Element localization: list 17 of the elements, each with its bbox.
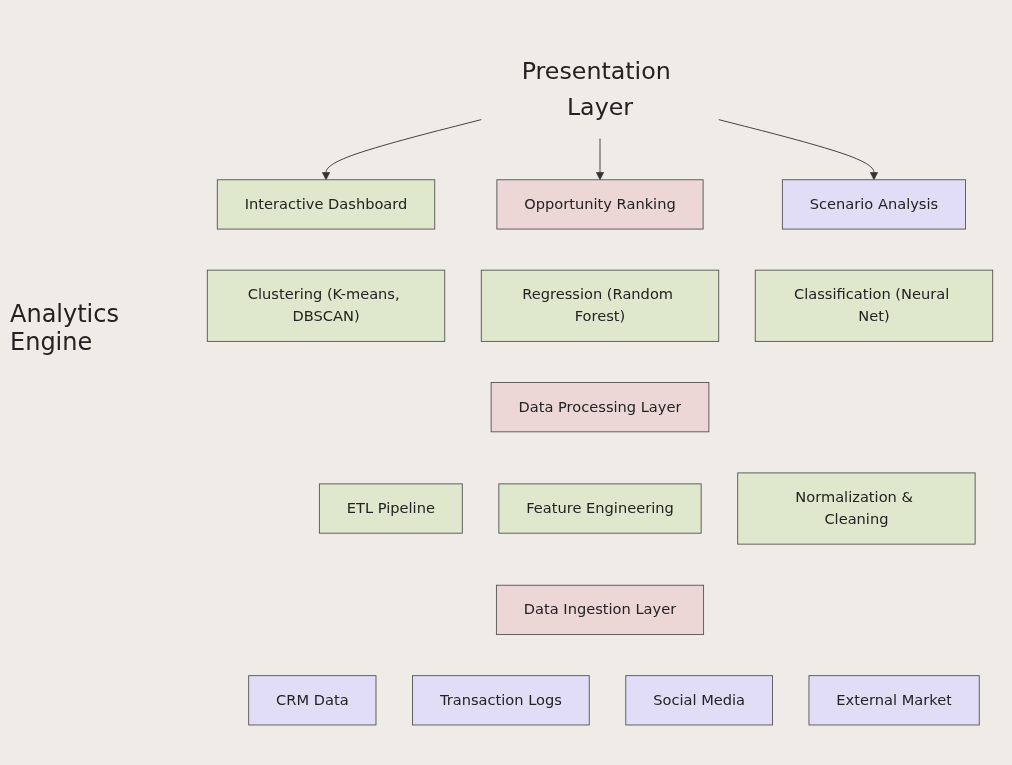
node-box: Normalization & Cleaning xyxy=(737,472,976,545)
node-box: ETL Pipeline xyxy=(318,483,463,534)
node-box: Data Ingestion Layer xyxy=(495,584,705,635)
node-box: Feature Engineering xyxy=(498,483,702,534)
node-box: Classification (Neural Net) xyxy=(754,269,994,342)
node-box: External Market xyxy=(808,675,980,726)
node-box: Data Processing Layer xyxy=(490,382,710,433)
node-box: Social Media xyxy=(625,675,773,726)
node-box: Regression (Random Forest) xyxy=(480,269,720,342)
node-box: Transaction Logs xyxy=(412,675,590,726)
node-text: Presentation Layer xyxy=(521,57,671,121)
node-box: Scenario Analysis xyxy=(781,179,966,230)
section-heading: Analytics Engine xyxy=(10,300,120,356)
node-box: Clustering (K-means, DBSCAN) xyxy=(206,269,446,342)
node-box: Interactive Dashboard xyxy=(216,179,436,230)
node-box: Opportunity Ranking xyxy=(496,179,704,230)
node-box: CRM Data xyxy=(248,675,377,726)
